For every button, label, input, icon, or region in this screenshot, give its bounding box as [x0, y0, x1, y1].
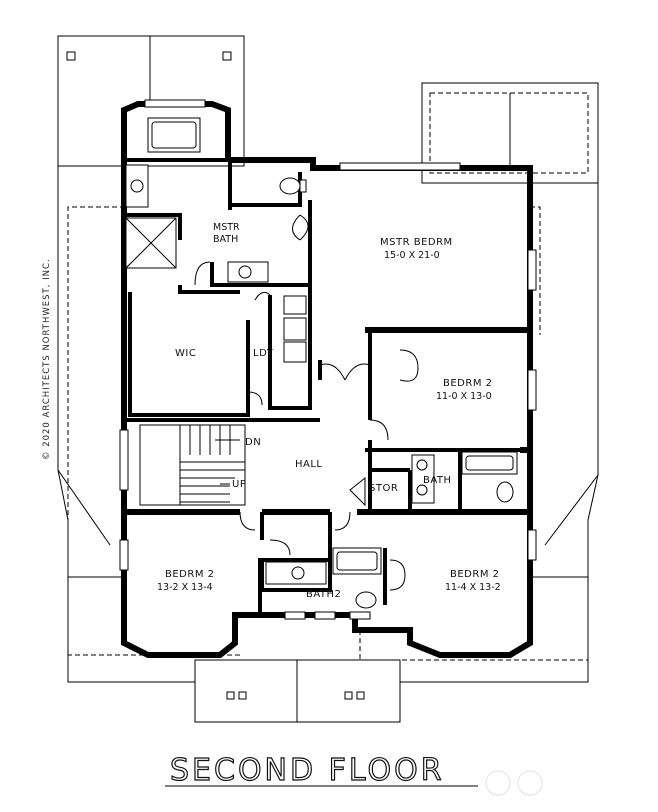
stair-down-label: DN: [245, 437, 261, 448]
fixtures: [125, 117, 518, 609]
roof-dash-lines: [67, 206, 589, 661]
bedrm2-east-dims: 11-0 X 13-0: [436, 391, 492, 402]
room-labels: MSTR BATH MSTR BEDRM 15-0 X 21-0 BEDRM 2…: [157, 222, 501, 600]
bath-label: BATH: [423, 475, 452, 486]
bedrm2-se-dims: 11-4 X 13-2: [445, 582, 501, 593]
windows: [119, 99, 537, 620]
bath2-label: BATH2: [306, 589, 341, 600]
mstr-bedrm-label: MSTR BEDRM: [380, 237, 453, 248]
watermark-logo: [485, 770, 543, 796]
stor-label: STOR: [369, 483, 398, 494]
stairs: [139, 424, 246, 506]
bedrm2-se-label: BEDRM 2: [450, 569, 500, 580]
plan-title: SECOND FLOOR: [170, 753, 445, 788]
door-swings: [194, 214, 419, 591]
bedrm2-sw-dims: 13-2 X 13-4: [157, 582, 213, 593]
mstr-bath-label-1: MSTR: [213, 222, 240, 233]
interior-walls: [124, 158, 530, 615]
bedrm2-sw-label: BEDRM 2: [165, 569, 215, 580]
hall-label: HALL: [295, 459, 323, 470]
mstr-bath-label-2: BATH: [213, 234, 238, 245]
stair-up-label: UP: [232, 479, 246, 490]
bedrm2-east-label: BEDRM 2: [443, 378, 493, 389]
ldy-label: LDY: [253, 348, 274, 359]
mstr-bedrm-dims: 15-0 X 21-0: [384, 250, 440, 261]
wic-label: WIC: [175, 348, 196, 359]
copyright-text: © 2020 ARCHITECTS NORTHWEST, INC.: [42, 258, 52, 460]
